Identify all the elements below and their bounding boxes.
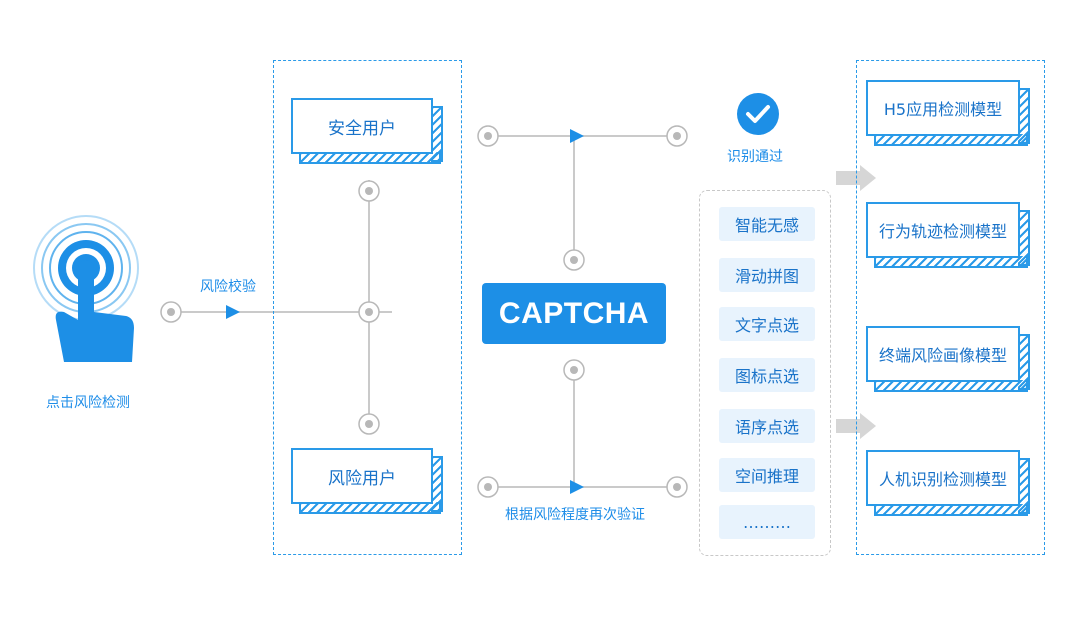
method-item[interactable]: ………	[719, 505, 815, 539]
click-risk-label: 点击风险检测	[46, 395, 130, 411]
method-item[interactable]: 图标点选	[719, 358, 815, 392]
model-box-human[interactable]: 人机识别检测模型	[866, 450, 1030, 516]
model-panel	[856, 60, 1045, 555]
reverify-label: 根据风险程度再次验证	[505, 507, 645, 523]
method-item[interactable]: 滑动拼图	[719, 258, 815, 292]
check-circle-icon	[737, 93, 779, 135]
user-panel	[273, 60, 462, 555]
captcha-box[interactable]: CAPTCHA	[482, 283, 666, 344]
safe-user-box[interactable]: 安全用户	[291, 98, 443, 164]
model-box-h5[interactable]: H5应用检测模型	[866, 80, 1030, 146]
arrow-right-icon	[570, 129, 584, 143]
method-item[interactable]: 语序点选	[719, 409, 815, 443]
arrow-right-icon	[570, 480, 584, 494]
risk-check-label: 风险校验	[200, 279, 256, 295]
touch-icon[interactable]	[30, 212, 142, 372]
methods-panel	[699, 190, 831, 556]
method-item[interactable]: 文字点选	[719, 307, 815, 341]
pass-label: 识别通过	[727, 149, 783, 165]
method-item[interactable]: 空间推理	[719, 458, 815, 492]
model-box-terminal[interactable]: 终端风险画像模型	[866, 326, 1030, 392]
model-box-behavior[interactable]: 行为轨迹检测模型	[866, 202, 1030, 268]
arrow-right-icon	[226, 305, 240, 319]
method-item[interactable]: 智能无感	[719, 207, 815, 241]
risk-user-box[interactable]: 风险用户	[291, 448, 443, 514]
